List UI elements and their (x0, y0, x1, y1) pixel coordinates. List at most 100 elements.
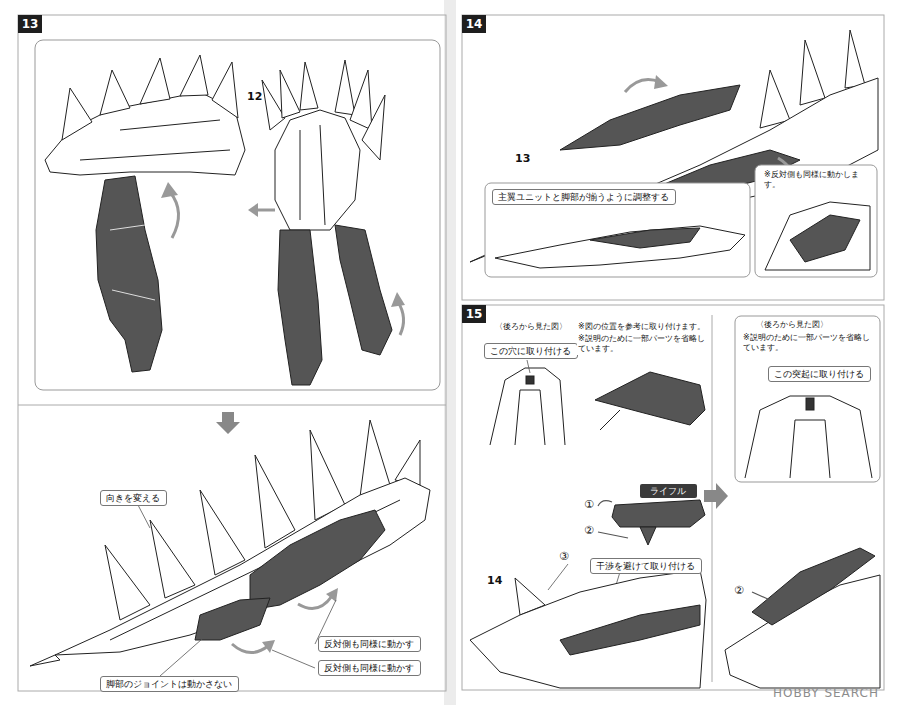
mount-hole (526, 376, 534, 384)
arrow-head (248, 203, 258, 217)
step-frame (462, 15, 884, 300)
callout-box: 脚部のジョイントは動かさない (100, 676, 239, 692)
arrow-head (654, 75, 668, 89)
step-number-text: 14 (465, 15, 483, 33)
side-view (495, 226, 745, 268)
step-frame (18, 15, 446, 691)
inset-frame (35, 40, 440, 390)
leader-line (160, 632, 210, 676)
step-frame (462, 305, 884, 690)
callout-text: 脚部のジョイントは動かさない (106, 678, 233, 690)
leader-line (272, 650, 315, 668)
inset-frame (485, 183, 750, 277)
fighter-mode (470, 570, 706, 688)
leg-part (335, 225, 392, 355)
move-arrow (752, 592, 770, 600)
rear-outline (490, 368, 565, 445)
wing-spike (362, 95, 385, 160)
wing-spike (300, 62, 318, 110)
step-number-text: 15 (465, 305, 483, 323)
standing-unit (262, 60, 392, 385)
callout-text: ライフル (650, 485, 687, 497)
fin (150, 520, 195, 598)
move-arrow (298, 596, 332, 609)
callout-number: 14 (486, 574, 503, 588)
fin (200, 490, 245, 575)
mount-peg (806, 398, 814, 410)
wing-spike (350, 70, 372, 130)
panel-line (300, 125, 325, 225)
callout-box: この突起に取り付ける (768, 366, 871, 382)
wing-spike (100, 70, 130, 115)
callout-box: 主翼ユニットと脚部が揃うように調整する (492, 189, 676, 205)
fin (395, 440, 420, 485)
move-arrow (256, 209, 275, 212)
wing-spike (180, 55, 208, 96)
callout-number: ② (733, 584, 745, 598)
wing-piece (752, 548, 875, 625)
fuselage (470, 570, 706, 688)
fighter-mode (30, 420, 430, 666)
rear-view (745, 396, 872, 478)
arrow-head (262, 640, 275, 653)
wing-piece (595, 372, 705, 425)
main-wing (590, 228, 700, 248)
step-number: 14 (462, 15, 486, 33)
move-arrow (598, 501, 612, 506)
leg-nacelle (790, 215, 860, 262)
note-text: ※図の位置を参考に取り付けます。 (577, 322, 707, 332)
nose-probe (30, 655, 60, 666)
callout-box: この穴に取り付ける (484, 343, 578, 359)
fuselage (55, 478, 430, 655)
fin (255, 455, 295, 548)
leader-line (548, 564, 568, 590)
arrow-head (161, 182, 178, 198)
note-text: ※説明のために一部パーツを省略しています。 (577, 334, 707, 355)
callout-number: ③ (558, 550, 570, 564)
wing-piece (560, 605, 700, 655)
detail-view (765, 202, 870, 270)
leg-part (96, 176, 162, 372)
wing-spike (62, 88, 92, 140)
fin (845, 30, 865, 88)
callout-text: この突起に取り付ける (774, 368, 865, 380)
callout-number: 12 (246, 90, 263, 104)
step-number: 15 (462, 305, 486, 323)
leg-nacelle (250, 510, 385, 610)
move-arrow (598, 532, 628, 538)
panel-line (110, 225, 155, 300)
leader-line (138, 505, 150, 528)
callout-box: 反対側も同様に動かす (318, 660, 421, 676)
callout-text: 反対側も同様に動かす (324, 638, 415, 650)
fuselage (765, 202, 870, 270)
inset-frame (735, 316, 880, 482)
watermark: HOBBY SEARCH (772, 686, 880, 702)
wing-spike (140, 58, 170, 104)
note-text: ※説明のために一部パーツを省略しています。 (742, 333, 874, 354)
flow-arrow (216, 412, 240, 434)
wing-spike (280, 70, 300, 118)
fighter-mode (725, 548, 880, 688)
torso (275, 110, 360, 230)
fin (800, 40, 825, 105)
callout-box: 反対側も同様に動かす (318, 636, 421, 652)
leg-part (278, 230, 322, 385)
rifle-grip (640, 527, 656, 545)
rear-view (490, 368, 565, 445)
move-arrow (398, 302, 404, 335)
rifle-part (612, 500, 705, 527)
rear-outline (515, 390, 545, 445)
callout-text: 向きを変える (106, 492, 161, 504)
flow-arrow (704, 483, 728, 509)
panel-line (80, 120, 230, 160)
wing-unit (45, 55, 245, 372)
callout-text: この穴に取り付ける (490, 345, 572, 357)
move-arrow (170, 192, 179, 238)
step-number-text: 13 (21, 15, 39, 33)
callout-number: ② (583, 524, 595, 538)
move-arrow (232, 644, 268, 653)
view-caption: 〈後ろから見た図〉 (494, 322, 568, 332)
rear-outline (790, 420, 830, 478)
